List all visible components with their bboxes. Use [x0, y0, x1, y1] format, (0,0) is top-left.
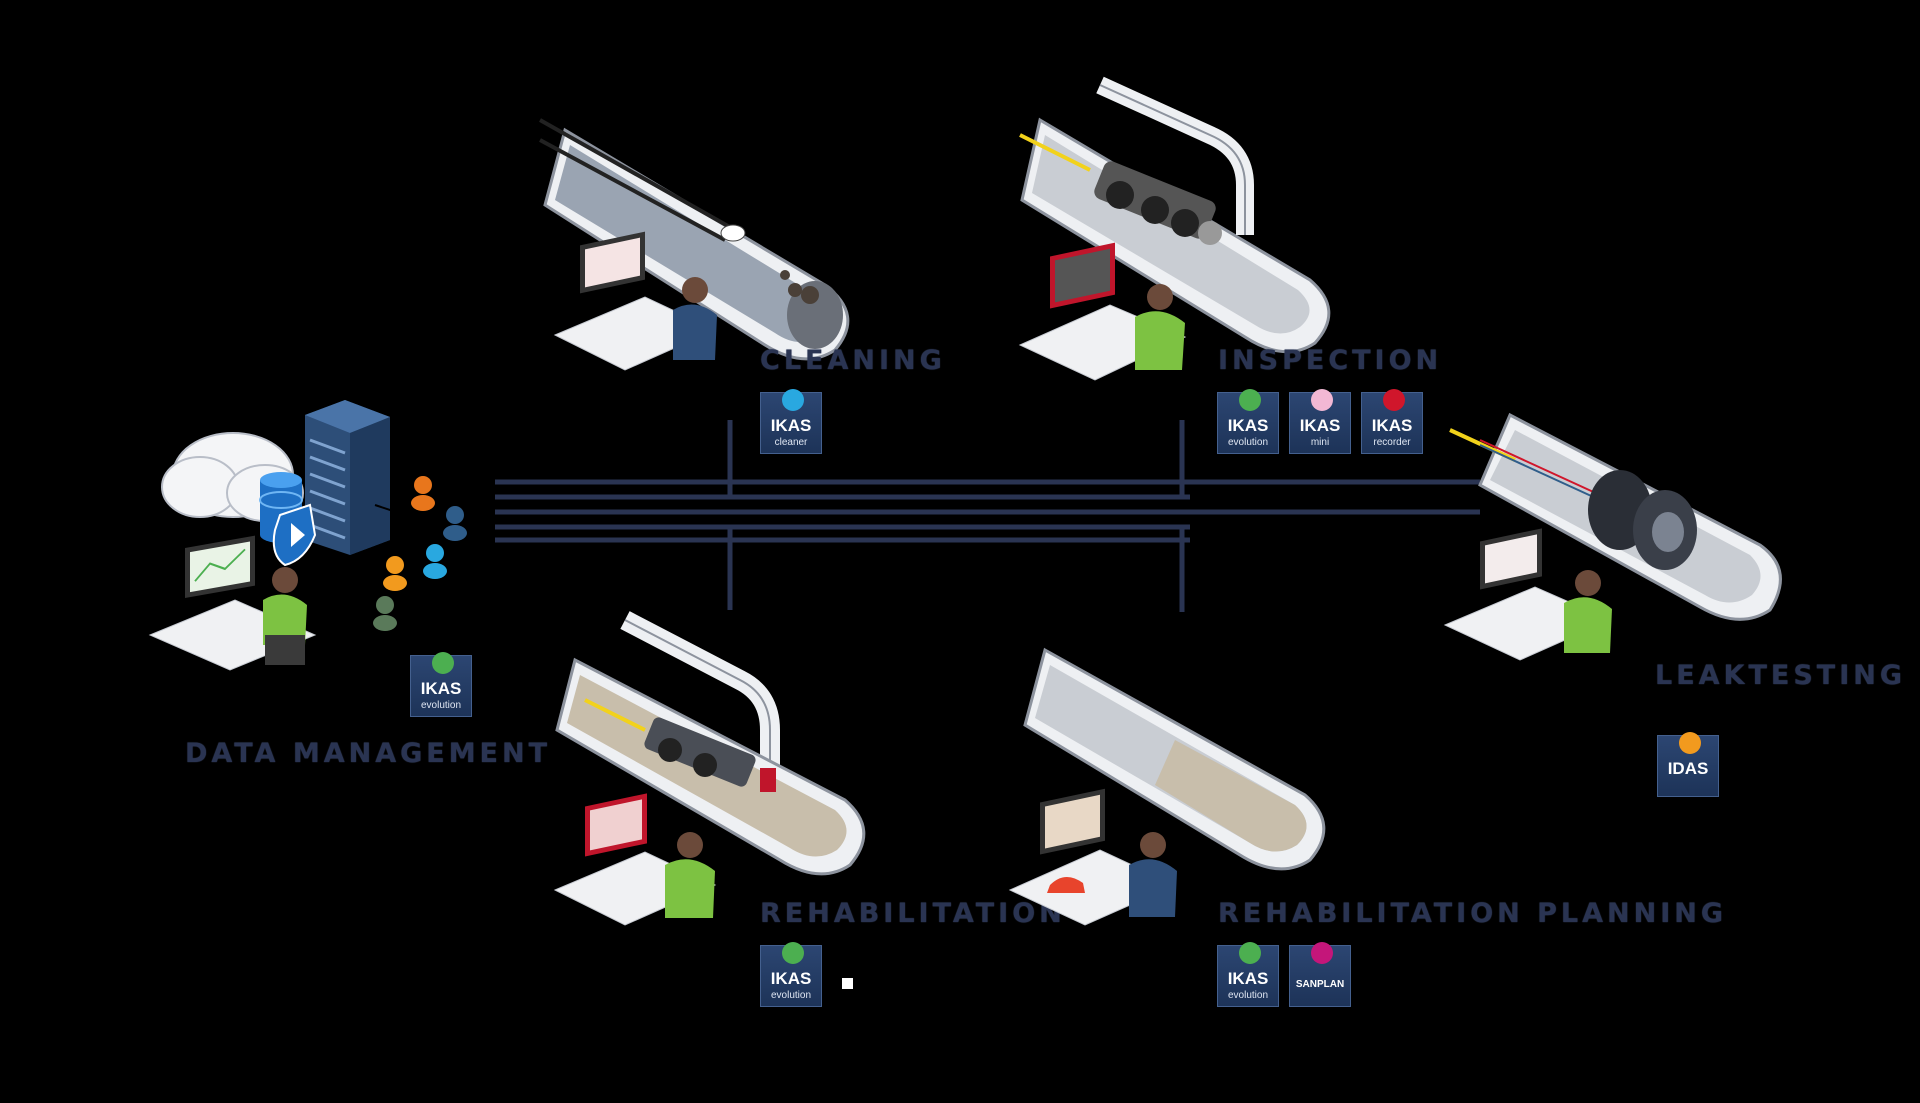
- rehabilitation-badge-ikas-evolution: IKAS evolution: [760, 942, 822, 1007]
- leaf-icon: [1311, 389, 1333, 411]
- rehabilitation-planning-badge-sanplan: SANPLAN: [1289, 942, 1351, 1007]
- server-rack-icon: [305, 400, 390, 555]
- rehabilitation-illustration: [553, 611, 866, 926]
- record-icon: [1383, 389, 1405, 411]
- leaf-icon: [1239, 389, 1261, 411]
- data-management-badge: IKAS evolution: [410, 652, 472, 717]
- operator-workstation: [553, 793, 717, 926]
- rehabilitation-planning-label: REHABILITATION PLANNING: [1218, 898, 1728, 929]
- leaktesting-label: LEAKTESTING: [1655, 660, 1906, 691]
- bullet-square: [842, 978, 853, 989]
- leak-test-packer-icon: [1588, 470, 1697, 570]
- drop-icon: [1679, 732, 1701, 754]
- inspection-badge-ikas-evolution: IKAS evolution: [1217, 389, 1279, 454]
- leaf-icon: [1239, 942, 1261, 964]
- leaktesting-illustration: [1443, 412, 1782, 661]
- user-node-icon: [294, 476, 467, 636]
- leaf-icon: [432, 652, 454, 674]
- operator-workstation: [1443, 528, 1612, 661]
- cleaning-label: CLEANING: [760, 345, 946, 376]
- cleaning-illustration: [539, 118, 850, 371]
- inspection-illustration: [1018, 76, 1331, 381]
- cleaning-badge-ikas-cleaner: IKAS cleaner: [760, 389, 822, 454]
- camera-crawler-icon: [1094, 161, 1222, 245]
- rehabilitation-label: REHABILITATION: [760, 898, 1066, 929]
- inspection-label: INSPECTION: [1218, 345, 1443, 376]
- pipe-icon: [1023, 647, 1326, 871]
- operator-workstation: [148, 535, 317, 671]
- data-management-illustration: [148, 400, 467, 671]
- cleaning-station: [535, 85, 875, 385]
- leaf-icon: [782, 942, 804, 964]
- inspection-badge-ikas-recorder: IKAS recorder: [1361, 389, 1423, 454]
- leaf-icon: [1311, 942, 1333, 964]
- rehabilitation-planning-badge-ikas-evolution: IKAS evolution: [1217, 942, 1279, 1007]
- rehabilitation-planning-illustration: [1008, 647, 1326, 926]
- pipe-icon: [543, 127, 850, 361]
- inspection-badge-ikas-mini: IKAS mini: [1289, 389, 1351, 454]
- inspection-station: [1010, 75, 1350, 385]
- leaktesting-station: [1440, 395, 1800, 685]
- rehabilitation-planning-station: [1005, 645, 1345, 935]
- play-icon: [272, 503, 317, 567]
- robot-crawler-icon: [644, 717, 776, 792]
- operator-workstation: [553, 231, 717, 371]
- hard-hat-icon: [1047, 876, 1085, 893]
- leaktesting-badge-idas: IDAS: [1657, 732, 1719, 797]
- cleaning-nozzle-icon: [720, 224, 746, 242]
- data-management-station: [145, 395, 485, 695]
- data-management-label: DATA MANAGEMENT: [185, 738, 552, 769]
- drop-icon: [782, 389, 804, 411]
- operator-workstation: [1008, 788, 1177, 926]
- rehabilitation-station: [545, 600, 885, 930]
- operator-workstation: [1018, 242, 1187, 381]
